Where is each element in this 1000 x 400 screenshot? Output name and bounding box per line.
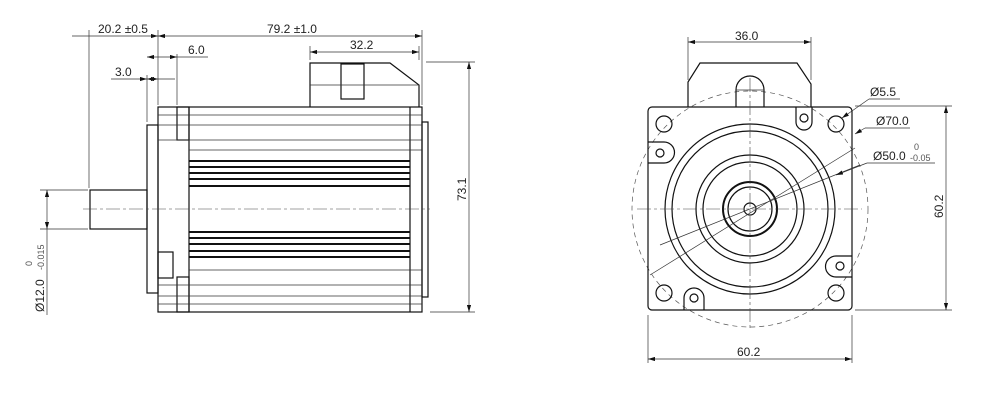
- dim-connector-width: 36.0: [735, 29, 759, 43]
- dim-hole-diameter: Ø5.5: [870, 85, 896, 99]
- dim-front-width: 60.2: [737, 345, 761, 359]
- front-view: 36.0 60.2 60.2 Ø5.5 Ø70.0 Ø50.0 0 -0.05: [631, 29, 952, 363]
- dim-bolt-circle: Ø70.0: [876, 114, 909, 128]
- bolt-circle: [631, 90, 869, 328]
- front-connector: [687, 62, 812, 107]
- shaft-tol-upper: 0: [24, 261, 34, 266]
- dim-shaft-diameter: Ø12.0: [33, 279, 47, 312]
- dim-flange-thickness: 3.0: [115, 65, 132, 79]
- connector: [309, 62, 420, 107]
- pilot-tol-lower: -0.05: [910, 153, 931, 163]
- fins: [158, 114, 422, 305]
- pilot-tol-upper: 0: [914, 142, 919, 152]
- dim-shaft-length: 20.2 ±0.5: [98, 22, 148, 36]
- mounting-holes: [655, 115, 845, 302]
- dim-height-side: 73.1: [455, 177, 469, 201]
- tabs: [648, 107, 852, 310]
- side-view: 20.2 ±0.5 79.2 ±1.0 32.2 6.0 3.0 73.1 Ø1…: [24, 22, 475, 315]
- dim-body-length: 79.2 ±1.0: [267, 22, 317, 36]
- shaft-tol-lower: -0.015: [36, 244, 46, 270]
- shaft: [89, 189, 148, 230]
- dim-connector-length: 32.2: [350, 38, 374, 52]
- dim-flange-step: 6.0: [188, 43, 205, 57]
- dim-pilot-diameter: Ø50.0: [873, 149, 906, 163]
- dim-front-height: 60.2: [932, 194, 946, 218]
- motor-body: [157, 106, 423, 313]
